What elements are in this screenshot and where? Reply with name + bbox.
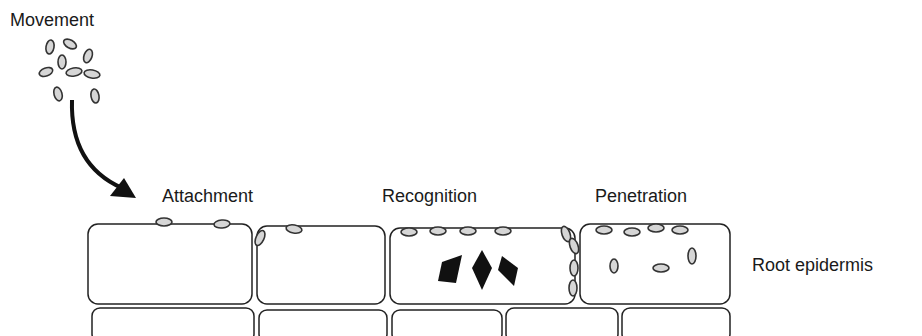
stage-label: Penetration <box>595 185 687 207</box>
process-label: Movement <box>10 9 94 31</box>
bacteria-cluster <box>38 37 101 104</box>
movement-arrow <box>72 100 136 198</box>
stage-label: Recognition <box>382 185 477 207</box>
stage-label: Attachment <box>162 185 253 207</box>
attached-bacteria <box>156 218 696 296</box>
epidermis-cells <box>88 224 730 336</box>
tissue-label: Root epidermis <box>752 254 873 276</box>
recognition-signals <box>438 250 518 290</box>
